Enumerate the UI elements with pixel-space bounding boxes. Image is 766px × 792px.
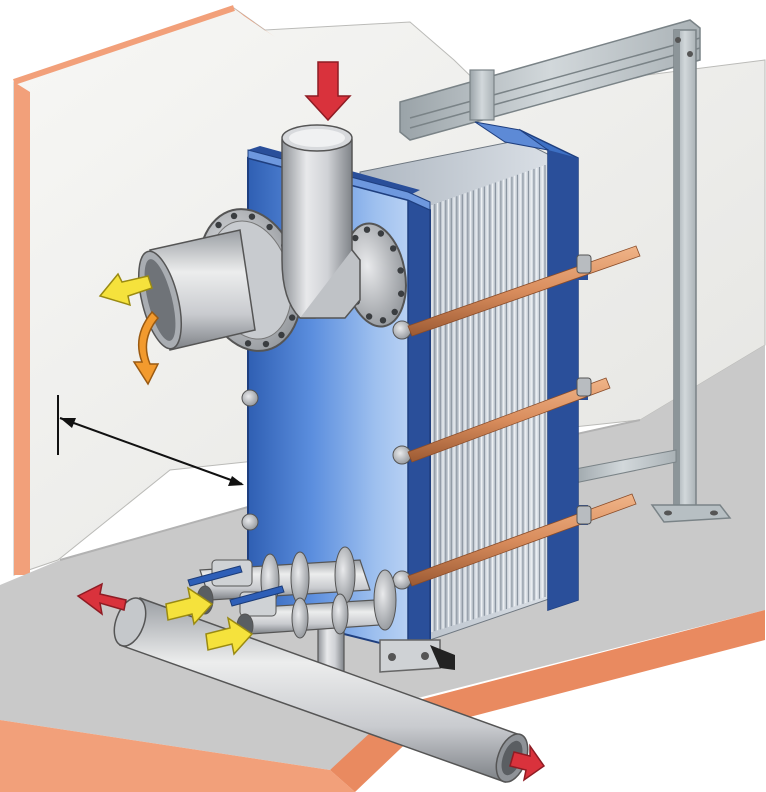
flange-bolt — [389, 245, 397, 252]
flange-bolt — [244, 340, 252, 347]
flange-bolt — [397, 290, 405, 297]
flange-bolt — [288, 314, 296, 321]
flange-bolt — [230, 212, 238, 220]
dimension-arrow-icon — [57, 395, 244, 486]
cold-inlet-arrow-1 — [165, 586, 214, 626]
valve-handle-2 — [229, 585, 285, 607]
flange-bolt — [262, 340, 270, 348]
tie-bars — [407, 245, 641, 587]
valve-handle-1 — [187, 565, 243, 587]
manifold-outlet-arrow-left — [76, 582, 127, 616]
flange-bolt — [266, 223, 273, 231]
flange-bolt — [379, 317, 387, 324]
flange-bolt — [248, 213, 256, 220]
flange-bolt — [397, 267, 404, 274]
flange-bolt — [215, 221, 222, 229]
support-frame — [399, 19, 732, 523]
outlet-arrow-orange — [132, 310, 160, 386]
tie-bar-2 — [407, 377, 611, 463]
frame-foot — [650, 504, 732, 523]
hot-inlet-arrow — [304, 61, 352, 122]
manifold-outlet-arrow-right — [509, 743, 546, 782]
flange-bolt — [365, 313, 373, 320]
flow-arrows — [76, 61, 546, 782]
floor-edge — [0, 720, 355, 792]
pressure-plate — [474, 121, 588, 612]
plate-lines — [431, 165, 546, 632]
flange-bolt — [352, 234, 359, 242]
flange-bolt — [363, 226, 371, 233]
flange-bolt — [377, 230, 385, 237]
flange-bolt — [278, 331, 285, 339]
inlet-pipe — [281, 124, 361, 319]
wall-edge-left — [14, 82, 30, 575]
outlet-arrow-yellow — [98, 272, 153, 307]
flange-bolt — [391, 308, 398, 316]
cold-inlet-arrow-2 — [205, 616, 254, 656]
tie-bar-3 — [407, 493, 637, 587]
tie-bar-1 — [407, 245, 641, 337]
